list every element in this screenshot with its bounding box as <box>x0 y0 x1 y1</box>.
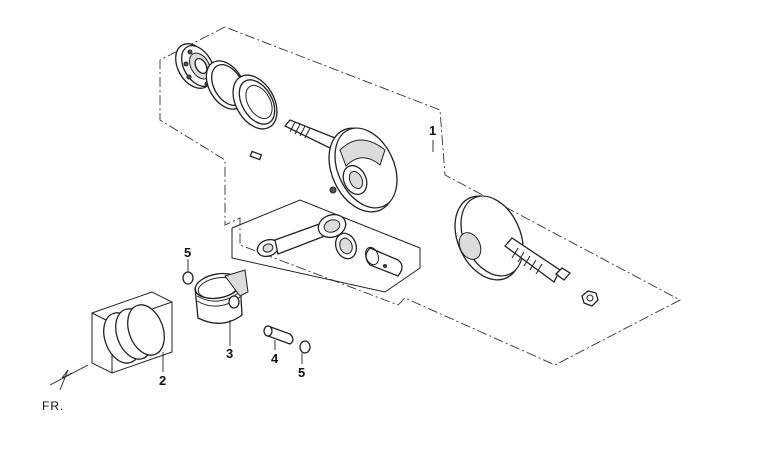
callout-4: 4 <box>271 351 279 366</box>
piston <box>194 269 249 324</box>
callout-3: 3 <box>226 346 233 361</box>
oil-seal <box>232 74 278 130</box>
piston-ring-set <box>103 304 165 364</box>
callout-1: 1 <box>429 123 436 138</box>
needle-bearing <box>334 232 358 260</box>
crankshaft-left-half <box>283 119 398 213</box>
crank-pin <box>365 246 403 277</box>
leader-lines <box>162 140 434 372</box>
connecting-rod <box>256 213 347 258</box>
woodruff-key <box>249 150 263 161</box>
piston-pin <box>263 325 294 345</box>
crankshaft-right-half <box>454 195 571 283</box>
crankshaft-assembly-outline <box>159 26 681 366</box>
piston-pin-clip-upper <box>182 271 194 285</box>
piston-pin-clip-lower <box>299 340 311 354</box>
front-label: FR. <box>42 399 64 413</box>
callout-5-upper: 5 <box>184 245 191 260</box>
callout-5-lower: 5 <box>298 365 305 380</box>
callout-2: 2 <box>159 373 166 388</box>
front-direction-arrow <box>49 364 89 391</box>
crankshaft-nut <box>581 290 599 307</box>
connecting-rod-outline <box>231 199 421 293</box>
